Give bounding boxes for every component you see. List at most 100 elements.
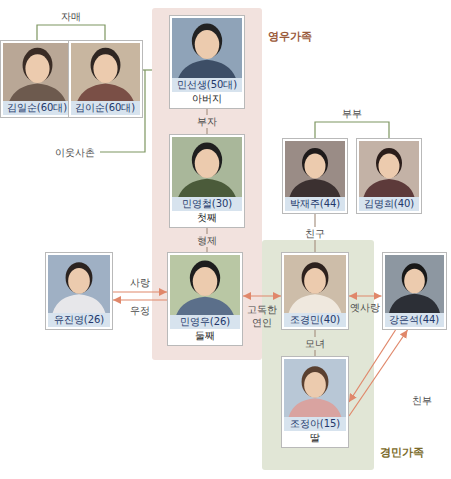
character-card: 강은석(44) — [382, 252, 447, 330]
photo-background — [385, 255, 444, 313]
portrait-photo — [172, 18, 242, 78]
photo-background — [285, 141, 345, 197]
portrait-photo — [284, 255, 346, 313]
character-card: 김일순(60대) — [0, 40, 75, 118]
photo-background — [170, 255, 240, 315]
relation-label: 옛사랑 — [348, 301, 382, 314]
relation-line — [315, 122, 389, 138]
relation-label: 형제 — [195, 234, 219, 247]
relation-label: 부부 — [340, 107, 364, 120]
photo-background — [172, 137, 242, 197]
relation-label: 이웃사촌 — [53, 146, 97, 159]
character-card: 민선생(50대)아버지 — [169, 15, 245, 109]
portrait-photo — [170, 255, 240, 315]
relation-label: 모녀 — [303, 337, 327, 350]
portrait-hair — [302, 148, 328, 178]
photo-background — [172, 18, 242, 78]
portrait-hair — [90, 48, 120, 83]
character-card: 김명희(40) — [356, 138, 422, 214]
relation-line — [143, 69, 153, 70]
photo-background — [3, 43, 72, 101]
character-name: 조경민(40) — [284, 313, 346, 327]
character-name: 민영철(30) — [172, 197, 242, 211]
character-name: 박재주(44) — [285, 197, 345, 211]
character-card: 박재주(44) — [282, 138, 348, 214]
photo-background — [359, 141, 419, 197]
portrait-shoulders — [289, 179, 341, 197]
portrait-photo — [71, 43, 140, 101]
relation-arrow — [243, 295, 281, 296]
portrait-face — [305, 154, 326, 179]
family-role: 아버지 — [172, 92, 242, 106]
portrait-face — [404, 269, 425, 294]
character-name: 민선생(50대) — [172, 78, 242, 92]
character-name: 김이순(60대) — [71, 101, 140, 115]
family-band-fill — [262, 240, 374, 470]
portrait-face — [304, 268, 326, 294]
character-name: 김일순(60대) — [3, 101, 72, 115]
portrait-face — [93, 54, 117, 83]
portrait-face — [195, 30, 220, 59]
photo-background — [284, 255, 346, 313]
character-name: 유진영(26) — [48, 313, 110, 327]
character-name: 조정아(15) — [284, 417, 346, 431]
family-role: 첫째 — [172, 211, 242, 225]
portrait-shoulders — [7, 84, 67, 102]
character-card: 조경민(40) — [281, 252, 349, 330]
portrait-shoulders — [177, 179, 238, 197]
portrait-hair — [22, 48, 52, 83]
portrait-photo — [3, 43, 72, 101]
character-card: 유진영(26) — [45, 252, 113, 330]
relation-arrow — [349, 330, 408, 416]
portrait-face — [68, 268, 90, 294]
portrait-photo — [385, 255, 444, 313]
relation-arrow — [349, 295, 382, 296]
relation-label: 고독한 연인 — [245, 303, 279, 329]
family-role: 둘째 — [170, 329, 240, 343]
relation-label: 친구 — [303, 227, 327, 240]
family-role: 딸 — [284, 431, 346, 445]
family-group-band: 경민가족조경민(40)조정아(15)딸 — [262, 240, 374, 470]
portrait-photo — [48, 255, 110, 313]
photo-background — [71, 43, 140, 101]
photo-background — [48, 255, 110, 313]
portrait-face — [195, 149, 220, 178]
portrait-shoulders — [175, 297, 236, 315]
character-card: 민영철(30)첫째 — [169, 134, 245, 228]
portrait-hair — [401, 263, 427, 293]
family-group-band: 영우가족민선생(50대)아버지민영철(30)첫째민영우(26)둘째 — [152, 8, 262, 360]
portrait-face — [304, 372, 326, 398]
portrait-hair — [192, 143, 222, 178]
relation-label: 자매 — [59, 10, 83, 23]
portrait-face — [379, 154, 400, 179]
relation-arrow — [113, 299, 167, 300]
character-name: 김명희(40) — [359, 197, 419, 211]
portrait-shoulders — [288, 398, 342, 417]
relation-line — [314, 330, 315, 356]
portrait-hair — [302, 366, 329, 397]
portrait-shoulders — [52, 294, 106, 313]
group-label: 경민가족 — [380, 446, 424, 460]
relation-line — [206, 109, 207, 134]
portrait-photo — [359, 141, 419, 197]
portrait-photo — [285, 141, 345, 197]
relation-arrow — [113, 291, 167, 292]
portrait-face — [193, 267, 218, 296]
portrait-hair — [66, 262, 93, 293]
relation-line — [37, 25, 105, 40]
character-card: 조정아(15)딸 — [281, 356, 349, 448]
group-label: 영우가족 — [268, 30, 312, 44]
character-name: 강은석(44) — [385, 313, 444, 327]
portrait-hair — [302, 262, 329, 293]
portrait-hair — [376, 148, 402, 178]
portrait-shoulders — [363, 179, 415, 197]
portrait-shoulders — [388, 294, 439, 313]
photo-background — [284, 359, 346, 417]
portrait-shoulders — [288, 294, 342, 313]
relation-label: 친부 — [410, 394, 434, 407]
relation-label: 사랑 — [128, 276, 152, 289]
portrait-photo — [172, 137, 242, 197]
family-band-fill — [152, 8, 262, 360]
portrait-shoulders — [75, 84, 135, 102]
